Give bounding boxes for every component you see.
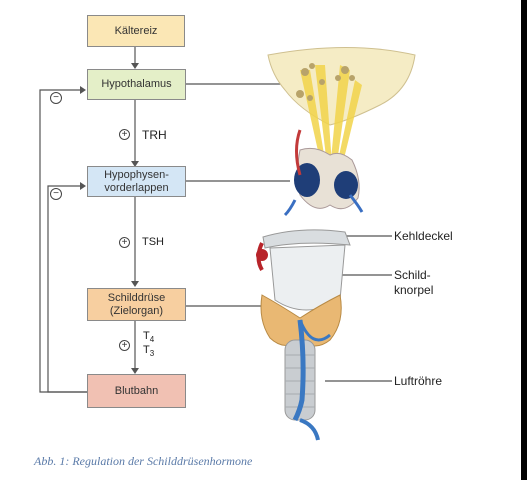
callout-kehldeckel: Kehldeckel [394, 229, 453, 243]
box-hypophysenvorderlappen: Hypophysen- vorderlappen [87, 166, 186, 197]
t3-sub: 3 [149, 349, 155, 359]
box-blutbahn: Blutbahn [87, 374, 186, 408]
label-t3: T3 [143, 344, 154, 358]
box-kaeltereiz: Kältereiz [87, 15, 185, 47]
box-schilddruese: Schilddrüse (Zielorgan) [87, 288, 186, 321]
t3-main: T [143, 344, 150, 356]
t4-main: T [143, 330, 150, 342]
hypothalamus-illustration [267, 47, 416, 217]
plus-sign-t4-t3: + [119, 340, 130, 351]
feedback-loop-inner [47, 185, 87, 393]
callout-schildknorpel: Schild- knorpel [394, 268, 434, 297]
t4-sub: 4 [149, 335, 155, 345]
plus-sign-trh: + [119, 129, 130, 140]
box-hypothalamus: Hypothalamus [87, 69, 186, 100]
right-edge-bar [521, 0, 527, 480]
minus-sign-outer: − [50, 92, 62, 104]
thyroid-illustration [256, 229, 351, 441]
callout-luftroehre: Luftröhre [394, 374, 443, 388]
figure-caption: Abb. 1: Regulation der Schilddrüsenhormo… [34, 454, 253, 468]
label-tsh: TSH [142, 236, 164, 248]
plus-sign-tsh: + [119, 237, 130, 248]
feedback-loop-outer [39, 89, 87, 393]
minus-sign-inner: − [50, 188, 62, 200]
label-t4: T4 [143, 330, 154, 344]
label-trh: TRH [142, 128, 167, 142]
